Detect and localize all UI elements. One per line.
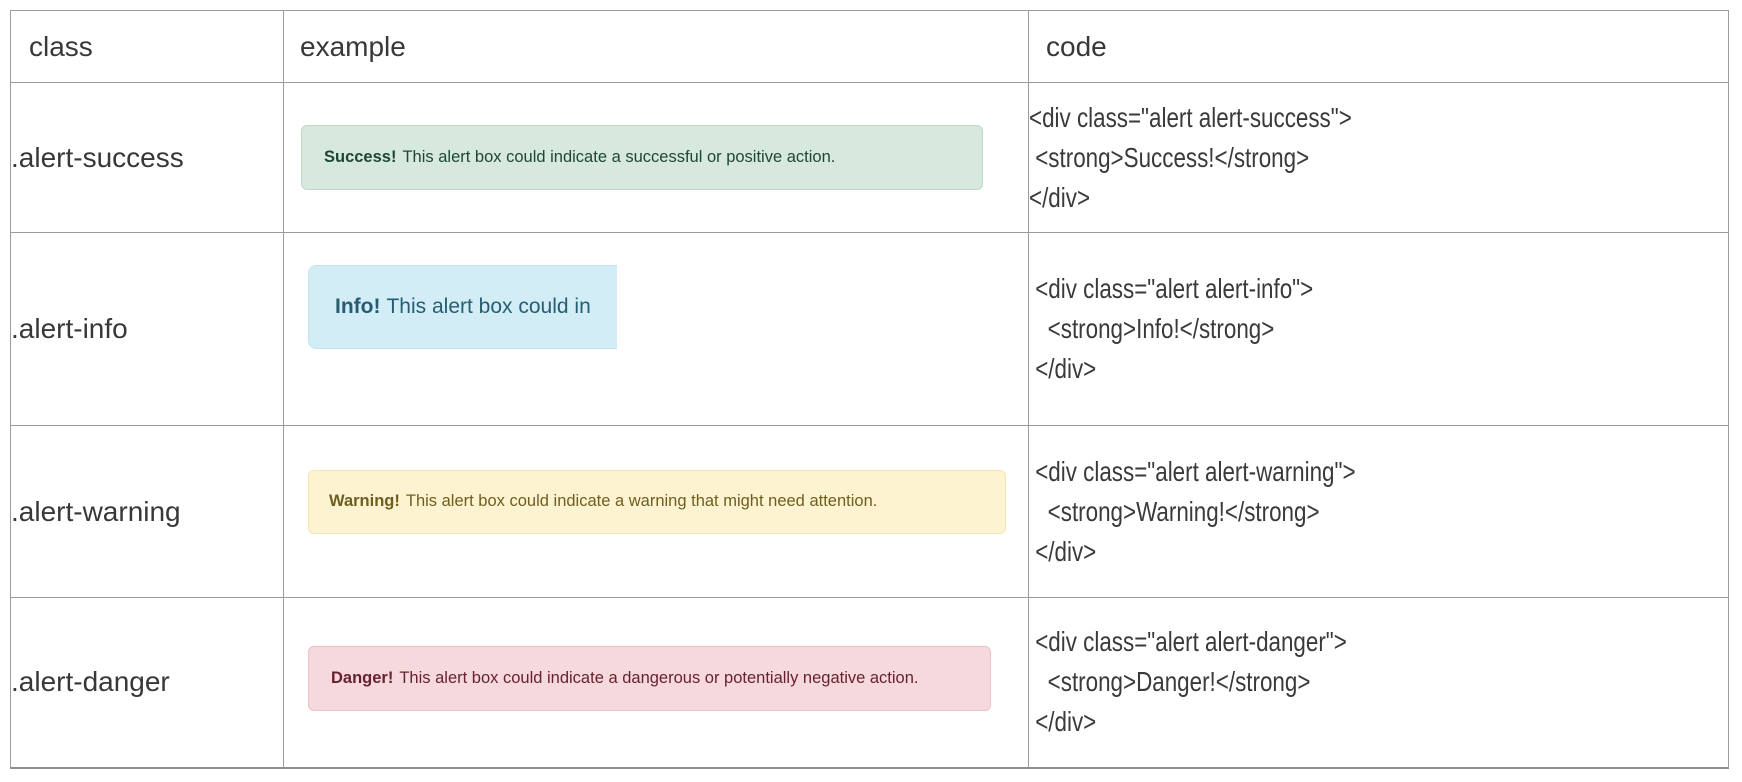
code-line: </div> — [1029, 181, 1091, 213]
code-cell: <div class="alert alert-info"> <strong>I… — [1028, 232, 1729, 426]
alert-title: Info! — [335, 295, 381, 318]
alert-text: This alert box could in — [386, 295, 591, 318]
alert-title: Warning! — [329, 492, 400, 510]
column-header-example: example — [283, 10, 1029, 83]
code-cell: <div class="alert alert-danger"> <strong… — [1028, 597, 1729, 768]
code-line: <strong>Info!</strong> — [1029, 313, 1275, 344]
example-cell: Danger! This alert box could indicate a … — [283, 597, 1029, 768]
alert-text: This alert box could indicate a successf… — [402, 148, 836, 166]
code-line: <strong>Danger!</strong> — [1029, 666, 1311, 698]
table-row-alert-success: .alert-success Success! This alert box c… — [10, 82, 1729, 233]
code-line: </div> — [1029, 706, 1097, 738]
code-snippet: <div class="alert alert-warning"> <stron… — [1029, 452, 1588, 572]
alert-text: This alert box could indicate a dangerou… — [399, 668, 919, 687]
alert-title: Danger! — [331, 668, 394, 687]
class-name-cell: .alert-warning — [10, 425, 284, 598]
code-line: </div> — [1029, 353, 1097, 384]
class-name-cell: .alert-success — [10, 82, 284, 233]
table-header: class example code — [10, 10, 1729, 83]
code-line: <div class="alert alert-success"> — [1029, 101, 1352, 133]
class-name-cell: .alert-info — [10, 232, 284, 426]
code-snippet: <div class="alert alert-danger"> <strong… — [1029, 622, 1588, 742]
table-row-alert-danger: .alert-danger Danger! This alert box cou… — [10, 597, 1729, 768]
code-snippet: <div class="alert alert-success"> <stron… — [1029, 98, 1588, 218]
table-row-alert-info: .alert-info Info! This alert box could i… — [10, 232, 1729, 426]
table-row-alert-warning: .alert-warning Warning! This alert box c… — [10, 425, 1729, 598]
column-header-class: class — [10, 10, 284, 83]
code-line: <div class="alert alert-warning"> — [1029, 455, 1356, 487]
alert-danger-example: Danger! This alert box could indicate a … — [308, 645, 991, 711]
alert-info-clipped-container: Info! This alert box could in — [308, 265, 617, 349]
code-line: <strong>Warning!</strong> — [1029, 495, 1320, 527]
code-snippet: <div class="alert alert-info"> <strong>I… — [1029, 269, 1588, 389]
code-cell: <div class="alert alert-success"> <stron… — [1028, 82, 1729, 233]
example-cell: Success! This alert box could indicate a… — [283, 82, 1029, 233]
code-cell: <div class="alert alert-warning"> <stron… — [1028, 425, 1729, 598]
alert-text: This alert box could indicate a warning … — [405, 492, 878, 510]
code-line: <div class="alert alert-info"> — [1029, 273, 1314, 304]
code-line: <div class="alert alert-danger"> — [1029, 626, 1347, 658]
alert-info-example: Info! This alert box could in — [308, 265, 617, 349]
class-name-cell: .alert-danger — [10, 597, 284, 768]
alert-title: Success! — [324, 148, 397, 166]
code-line: </div> — [1029, 535, 1097, 567]
alerts-reference-table: class example code .alert-success Succes… — [10, 10, 1729, 769]
example-cell: Info! This alert box could in — [283, 232, 1029, 426]
alert-success-example: Success! This alert box could indicate a… — [301, 125, 983, 190]
example-cell: Warning! This alert box could indicate a… — [283, 425, 1029, 598]
code-line: <strong>Success!</strong> — [1029, 141, 1310, 173]
header-row: class example code — [10, 10, 1729, 83]
alert-warning-example: Warning! This alert box could indicate a… — [308, 469, 1006, 534]
column-header-code: code — [1028, 10, 1729, 83]
